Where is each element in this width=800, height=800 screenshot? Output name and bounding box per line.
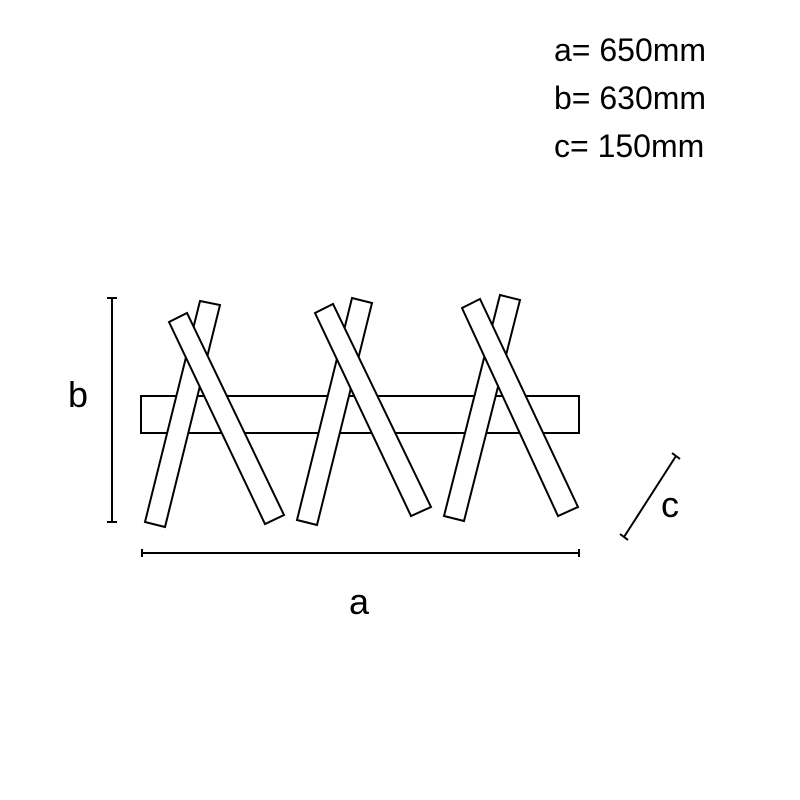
dimension-c-line [623, 455, 677, 538]
bar-group1-front [167, 311, 286, 526]
dimension-c-text: c= 150mm [554, 128, 705, 164]
bar-group2-front [313, 302, 433, 518]
label-a: a [349, 581, 370, 622]
dimension-b-text: b= 630mm [554, 80, 707, 116]
label-c: c [661, 484, 679, 525]
dimension-legend: a= 650mm b= 630mm c= 150mm [554, 26, 706, 170]
dimension-a-text: a= 650mm [554, 32, 707, 68]
label-b: b [68, 374, 89, 415]
bar-group3-front [460, 297, 580, 518]
